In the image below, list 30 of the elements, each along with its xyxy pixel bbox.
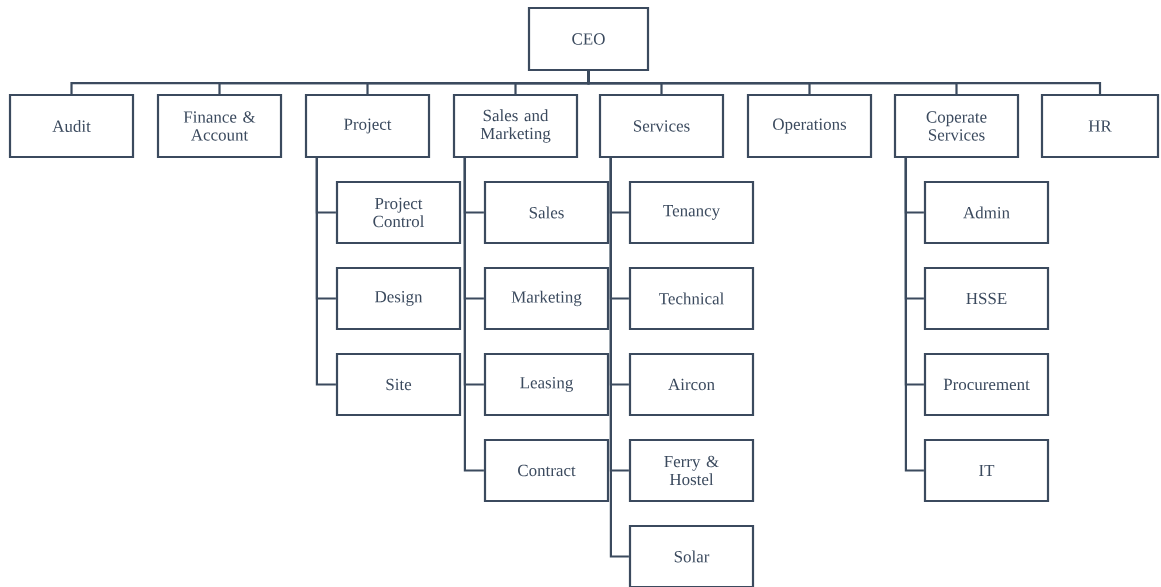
org-box: Audit (8, 93, 135, 159)
org-box: Tenancy (628, 180, 755, 245)
org-box: Leasing (483, 352, 610, 417)
org-box: HSSE (923, 266, 1050, 331)
org-box: Finance & Account (156, 93, 283, 159)
org-box: Aircon (628, 352, 755, 417)
connector (609, 158, 629, 558)
org-box: Site (335, 352, 462, 417)
org-box: Solar (628, 524, 755, 587)
org-box: CEO (527, 6, 650, 72)
org-box: Sales and Marketing (452, 93, 579, 159)
org-box: Procurement (923, 352, 1050, 417)
org-box: Project (304, 93, 431, 159)
org-box: Contract (483, 438, 610, 503)
org-box: Operations (746, 93, 873, 159)
connector (463, 158, 484, 472)
org-box: Marketing (483, 266, 610, 331)
org-box: HR (1040, 93, 1160, 159)
org-box: Ferry & Hostel (628, 438, 755, 503)
org-box: Technical (628, 266, 755, 331)
org-box: Sales (483, 180, 610, 245)
connector (587, 71, 1102, 94)
org-box: Admin (923, 180, 1050, 245)
org-box: IT (923, 438, 1050, 503)
org-box: Services (598, 93, 725, 159)
org-box: Design (335, 266, 462, 331)
org-box: Project Control (335, 180, 462, 245)
connector (315, 158, 336, 386)
org-box: Coperate Services (893, 93, 1020, 159)
connector (904, 158, 924, 472)
